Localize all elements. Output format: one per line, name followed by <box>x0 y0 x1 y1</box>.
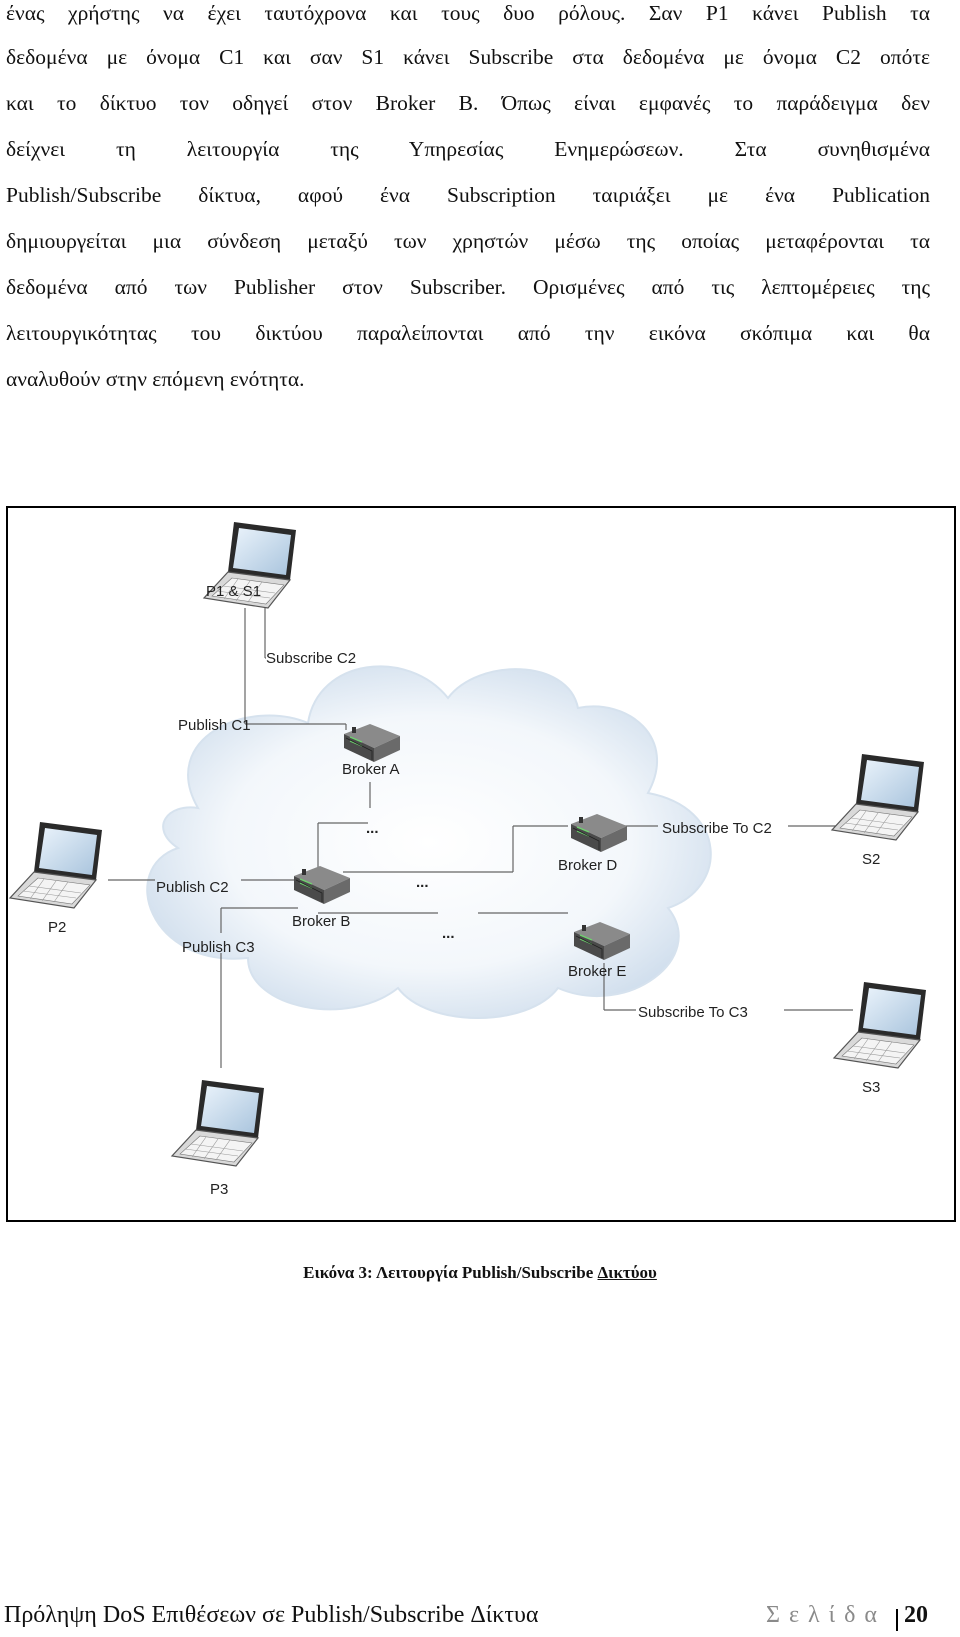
label-publish-c3: Publish C3 <box>182 939 255 956</box>
footer-separator <box>896 1609 898 1631</box>
paragraph-line: Publish/Subscribe δίκτυα, αφού ένα Subsc… <box>6 183 930 207</box>
page-footer: Πρόληψη DoS Επιθέσεων σε Publish/Subscri… <box>0 1600 960 1636</box>
paragraph-line: δημιουργείται μια σύνδεση μεταξύ των χρη… <box>6 229 930 253</box>
label-broker-b: Broker B <box>292 913 350 930</box>
figure-caption: Εικόνα 3: Λειτουργία Publish/Subscribe Δ… <box>0 1263 960 1283</box>
network-figure: P1 & S1 Subscribe C2 Publish C1 Broker A… <box>6 506 956 1222</box>
footer-page-number: 20 <box>904 1602 928 1628</box>
label-p2: P2 <box>48 919 66 936</box>
footer-page-label: Σελίδα <box>765 1602 886 1628</box>
label-s2: S2 <box>862 851 880 868</box>
label-broker-a: Broker A <box>342 761 400 778</box>
label-dots-3: ... <box>442 925 455 942</box>
label-publish-c1: Publish C1 <box>178 717 251 734</box>
label-subscribe-to-c2: Subscribe To C2 <box>662 820 772 837</box>
caption-underlined: Δικτύου <box>597 1263 657 1282</box>
label-dots-1: ... <box>366 820 379 837</box>
paragraph-line: δείχνει τη λειτουργία της Υπηρεσίας Ενημ… <box>6 137 930 161</box>
label-p1-s1: P1 & S1 <box>206 583 261 600</box>
paragraph-line: ένας χρήστης να έχει ταυτόχρονα και τους… <box>6 1 930 25</box>
network-diagram: P1 & S1 Subscribe C2 Publish C1 Broker A… <box>9 521 927 1198</box>
label-dots-2: ... <box>416 874 429 891</box>
label-subscribe-to-c3: Subscribe To C3 <box>638 1004 748 1021</box>
label-publish-c2: Publish C2 <box>156 879 229 896</box>
label-s3: S3 <box>862 1079 880 1096</box>
paragraph-line: δεδομένα με όνομα C1 και σαν S1 κάνει Su… <box>6 45 930 69</box>
laptop-p2-icon <box>9 821 103 909</box>
laptop-s2-icon <box>831 753 925 841</box>
network-cloud <box>146 665 712 1019</box>
caption-prefix: Εικόνα 3: Λειτουργία Publish/Subscribe <box>303 1263 598 1282</box>
laptop-p3-icon <box>171 1079 265 1167</box>
laptop-s3-icon <box>833 981 927 1069</box>
footer-title: Πρόληψη DoS Επιθέσεων σε Publish/Subscri… <box>4 1602 539 1628</box>
paragraph-line: και το δίκτυο τον οδηγεί στον Broker B. … <box>6 91 930 115</box>
label-p3: P3 <box>210 1181 228 1198</box>
label-broker-d: Broker D <box>558 857 617 874</box>
label-subscribe-c2: Subscribe C2 <box>266 650 356 667</box>
paragraph-line: λειτουργικότητας του δικτύου παραλείποντ… <box>6 321 930 345</box>
paragraph-line: αναλυθούν στην επόμενη ενότητα. <box>6 367 305 391</box>
label-broker-e: Broker E <box>568 963 626 980</box>
paragraph-line: δεδομένα από των Publisher στον Subscrib… <box>6 275 930 299</box>
